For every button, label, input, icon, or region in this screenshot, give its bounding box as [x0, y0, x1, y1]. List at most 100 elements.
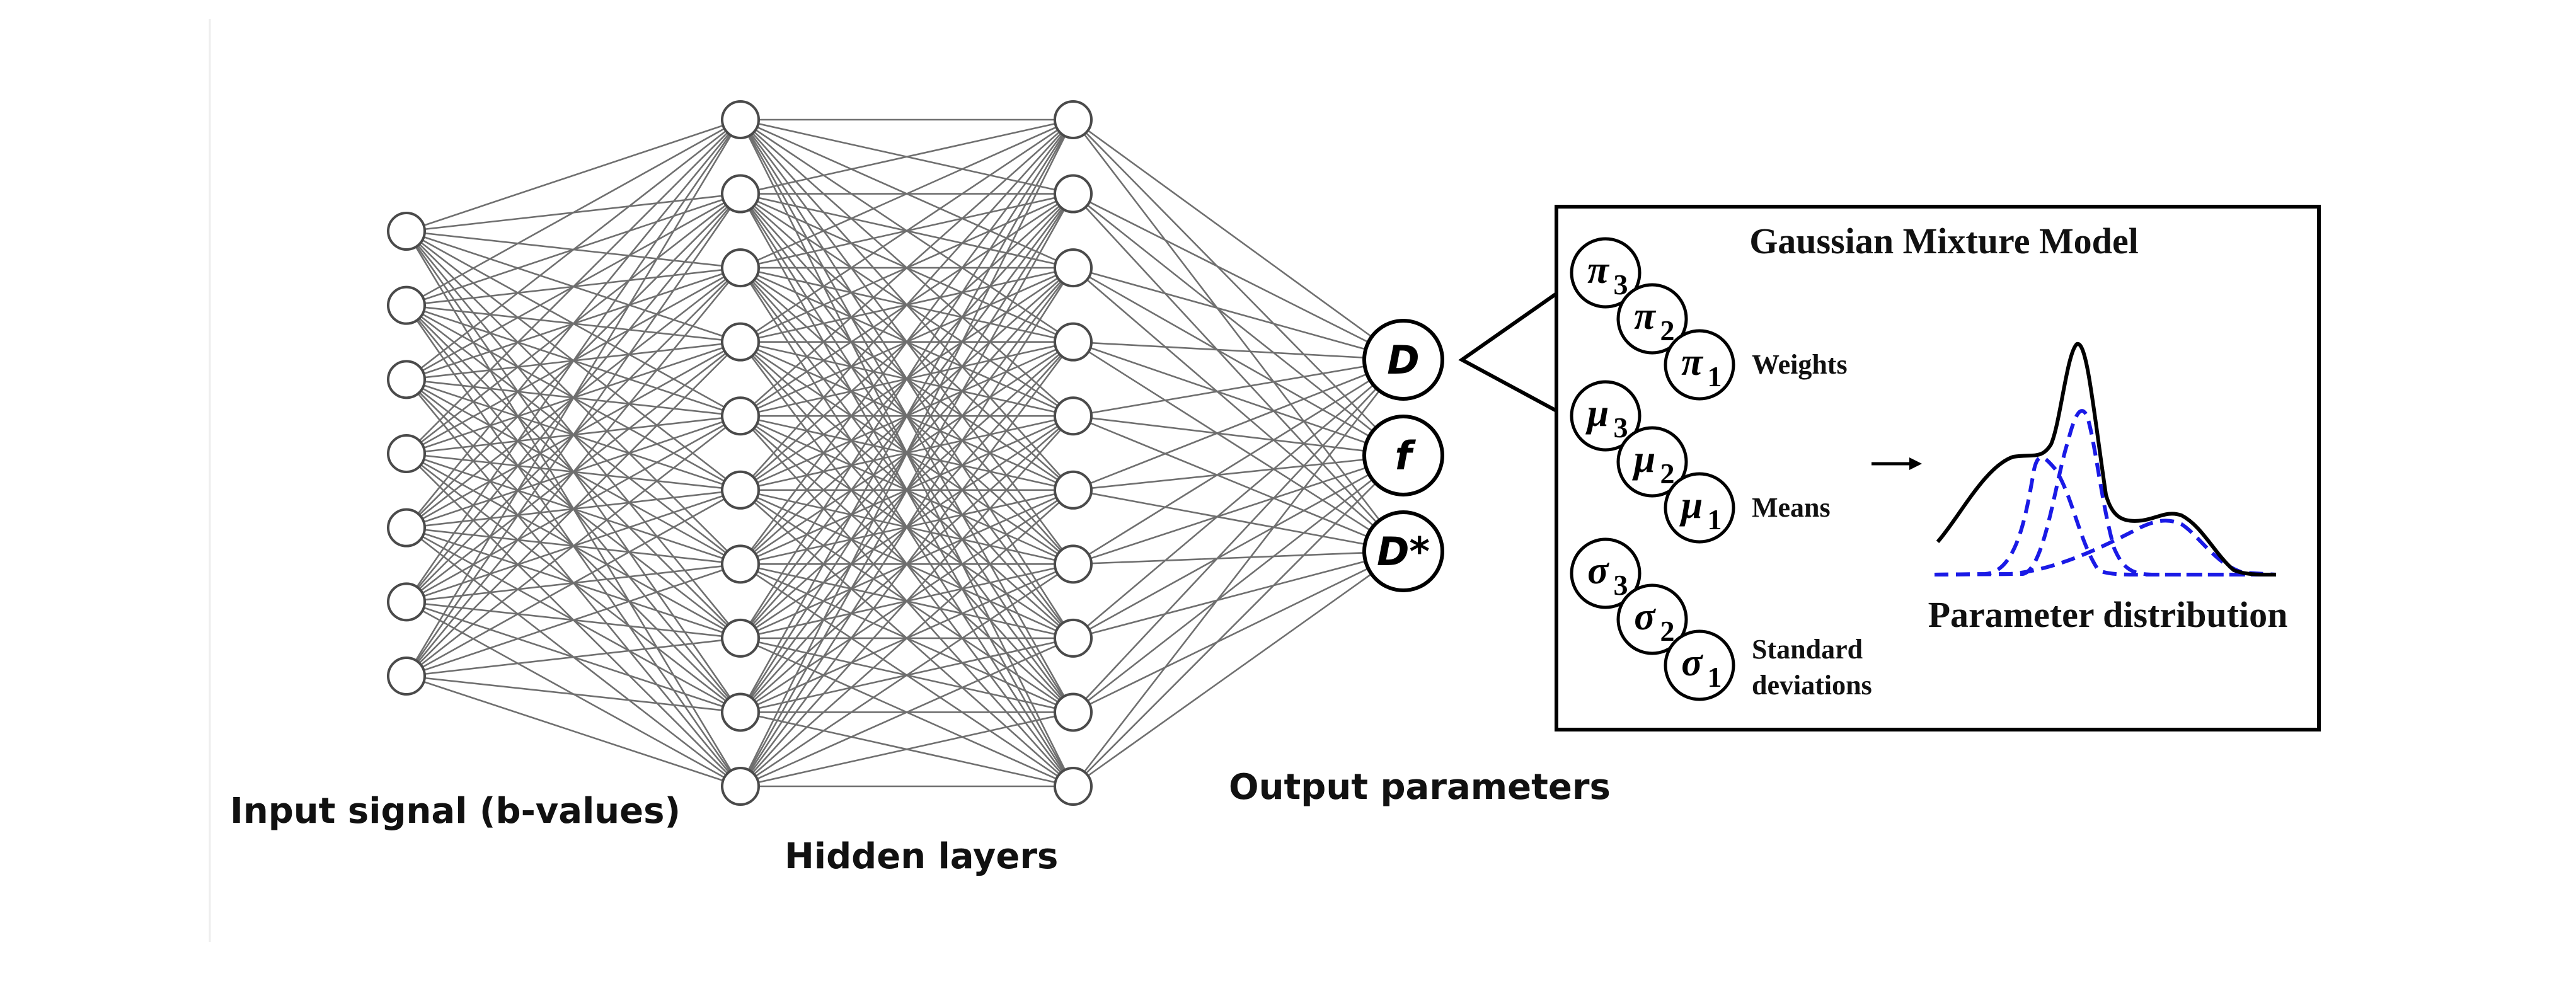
connection-edge	[406, 489, 741, 677]
connection-edge	[1072, 358, 1404, 491]
gmm-parameter-symbol: σ	[1587, 549, 1609, 592]
connection-edge	[740, 489, 1074, 787]
gmm-parameter-node	[1616, 426, 1688, 498]
connection-edge	[1072, 358, 1404, 565]
gmm-group-label: Standard	[1752, 634, 1863, 665]
parameter-distribution-plot	[1934, 341, 2277, 577]
hidden2-node	[1054, 767, 1093, 806]
gmm-parameter-symbol: π	[1634, 295, 1657, 338]
output-parameter-nodes: DfD*	[1362, 319, 1444, 592]
hidden1-node	[721, 174, 760, 214]
output-label: Output parameters	[1229, 767, 1611, 808]
hidden1-node	[721, 618, 760, 658]
component-curve-2	[1934, 409, 2276, 576]
connection-edge	[406, 637, 741, 677]
connection-edge	[1072, 359, 1405, 787]
callout-connector	[1458, 292, 1558, 413]
input-node	[387, 657, 426, 696]
gmm-parameter-node	[1570, 380, 1642, 452]
connection-edge	[740, 119, 1074, 491]
component-curve-1	[1934, 456, 2276, 576]
input-node	[387, 360, 426, 399]
connection-edge	[1072, 415, 1404, 457]
input-node	[387, 434, 426, 473]
connection-edge	[740, 118, 1074, 195]
input-node	[387, 508, 426, 548]
connection-edge	[740, 118, 1074, 269]
connection-edge	[1072, 193, 1404, 552]
connection-edge	[406, 118, 741, 232]
connection-edge	[1072, 454, 1404, 491]
connection-edge	[1072, 341, 1404, 457]
connection-edge	[740, 119, 1074, 417]
hidden2-node	[1054, 174, 1093, 214]
gmm-group-label: Weights	[1752, 349, 1848, 380]
connection-edge	[406, 119, 741, 454]
hidden1-node	[721, 100, 760, 139]
hidden1-node	[721, 322, 760, 362]
hidden1-node	[721, 692, 760, 732]
connection-edge	[739, 193, 1074, 787]
hidden2-node	[1054, 692, 1093, 732]
input-node	[387, 212, 426, 251]
gmm-parameter-node	[1616, 583, 1688, 655]
connection-edge	[405, 267, 742, 677]
connection-edge	[1072, 341, 1404, 361]
connection-edge	[1072, 415, 1404, 553]
connection-edge	[405, 119, 742, 529]
connection-edge	[406, 341, 741, 677]
gmm-group-label: deviations	[1752, 670, 1872, 701]
connection-edge	[740, 118, 1074, 343]
connection-edge	[1072, 267, 1404, 457]
mixture-curve	[1936, 341, 2277, 577]
hidden1-node	[721, 470, 760, 510]
connection-edge	[405, 119, 742, 603]
output-node-label: D	[1387, 337, 1419, 383]
connection-edge	[1072, 454, 1404, 565]
hidden2-node	[1054, 322, 1093, 362]
connection-edge	[739, 119, 1074, 713]
connection-edge	[1072, 550, 1404, 713]
connection-edge	[405, 193, 742, 677]
gmm-parameter-subscript: 2	[1660, 457, 1675, 490]
output-node	[1362, 415, 1444, 496]
connection-edge	[1072, 341, 1404, 553]
distribution-label: Parameter distribution	[1928, 594, 2288, 635]
hidden1-node	[721, 248, 760, 288]
hidden1-node	[721, 767, 760, 806]
output-node	[1362, 319, 1444, 401]
connection-edge	[1072, 267, 1404, 552]
hidden2-node	[1054, 470, 1093, 510]
hidden2-node	[1054, 544, 1093, 584]
gmm-parameter-symbol: μ	[1585, 392, 1609, 435]
hidden1-node	[721, 396, 760, 436]
connection-edge	[739, 119, 1074, 565]
gmm-parameter-symbol: μ	[1632, 438, 1655, 481]
connection-edge	[1072, 454, 1404, 640]
gmm-parameter-subscript: 3	[1614, 268, 1628, 301]
connection-edge	[406, 118, 741, 306]
connection-edge	[740, 563, 1074, 788]
connection-edge	[1072, 489, 1404, 553]
connection-edge	[1072, 119, 1404, 456]
connection-edge	[1072, 267, 1404, 361]
connection-edge	[740, 415, 1074, 787]
network-connections	[405, 118, 1405, 788]
connection-edge	[1072, 359, 1404, 639]
connection-edge	[1072, 118, 1404, 361]
gmm-parameter-subscript: 2	[1660, 314, 1675, 347]
arrow-icon	[1872, 457, 1922, 470]
gmm-parameter-node	[1570, 237, 1642, 309]
connection-edge	[739, 341, 1074, 787]
gmm-parameter-subscript: 1	[1708, 661, 1722, 693]
connection-edge	[1072, 550, 1404, 788]
input-label: Input signal (b-values)	[230, 791, 681, 832]
connection-edge	[405, 119, 742, 677]
hidden2-node	[1054, 396, 1093, 436]
gmm-parameter-symbol: π	[1681, 341, 1704, 384]
connection-edge	[739, 267, 1074, 787]
connection-edge	[1072, 454, 1404, 713]
hidden2-node	[1054, 100, 1093, 139]
